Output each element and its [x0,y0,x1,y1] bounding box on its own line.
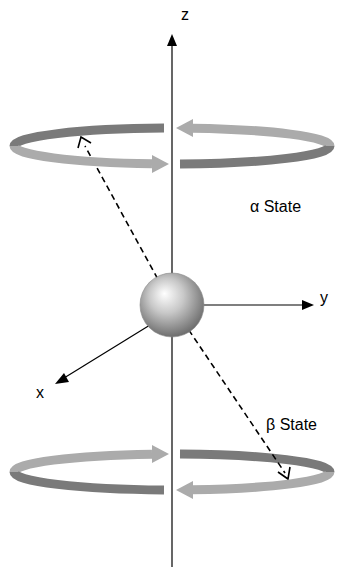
axis-label: y [320,289,328,306]
ring-band [180,146,330,164]
ring-band [14,146,152,164]
axis-arrowhead [167,34,177,46]
ring-arrowhead [152,445,169,463]
ring-arrowhead [152,155,169,173]
axis-label: z [181,6,189,23]
ring-arrowhead [176,119,193,137]
ring-arrowhead [176,481,193,499]
particle-sphere [140,273,204,337]
state-label-box: β State [266,416,317,434]
axis-arrowhead [55,373,69,384]
x-axis [64,325,150,378]
ring-band [192,128,330,146]
ring-band [180,454,330,472]
y-axis [204,304,304,305]
axis-label-box: z [181,6,189,24]
ring-band [14,128,164,146]
axis-arrowhead [302,300,314,310]
ring-band [192,472,330,490]
spin-arrowhead [78,137,91,148]
ring-band [14,472,164,490]
spin-arrowhead [278,467,290,479]
state-label: α State [250,198,301,215]
axis-label-box: x [36,384,44,402]
state-label: β State [266,416,317,433]
axis-label: x [36,384,44,401]
axis-label-box: y [320,289,328,307]
state-label-box: α State [250,198,301,216]
ring-band [14,454,152,472]
